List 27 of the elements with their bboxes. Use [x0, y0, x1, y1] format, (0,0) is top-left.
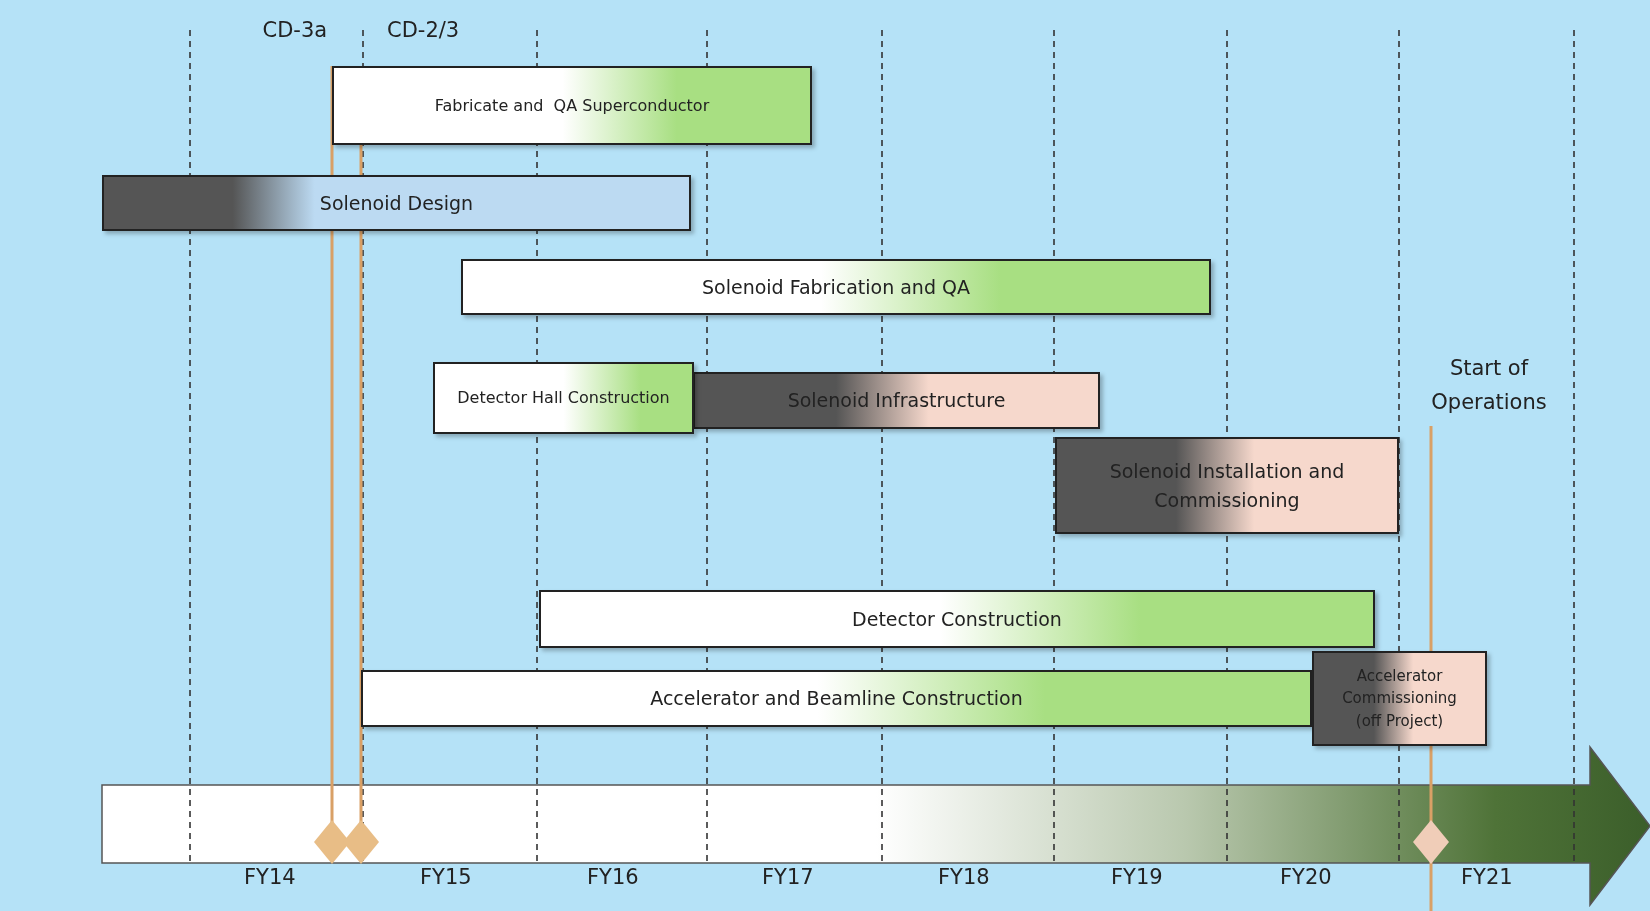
task-bar: [539, 590, 1375, 648]
task-bar: [102, 175, 691, 231]
year-label: FY14: [244, 865, 296, 889]
year-label: FY17: [762, 865, 814, 889]
task-label: Solenoid Fabrication and QA: [701, 274, 971, 300]
milestone-label: Start of Operations: [1430, 355, 1548, 416]
task-bar: [1055, 437, 1399, 534]
milestone-label: CD-3a: [262, 18, 328, 42]
year-label: FY15: [420, 865, 472, 889]
task-bar: [332, 66, 812, 145]
task-bar: [461, 259, 1211, 315]
task-bar: [361, 670, 1312, 727]
year-label: FY16: [587, 865, 639, 889]
task-bar: [433, 362, 694, 434]
milestone-label: CD-2/3: [387, 18, 460, 42]
year-label: FY18: [938, 865, 990, 889]
task-label: Solenoid Infrastructure: [786, 388, 1007, 414]
year-label: FY19: [1111, 865, 1163, 889]
task-label: Accelerator and Beamline Construction: [649, 686, 1024, 712]
task-bar: [693, 372, 1100, 429]
task-label: Solenoid Design: [318, 190, 475, 216]
task-label: Detector Construction: [851, 606, 1063, 632]
year-label: FY20: [1280, 865, 1332, 889]
task-label: Detector Hall Construction: [456, 387, 671, 409]
task-label: Fabricate and QA Superconductor: [433, 94, 711, 117]
task-bar: [1312, 651, 1487, 746]
year-label: FY21: [1461, 865, 1513, 889]
